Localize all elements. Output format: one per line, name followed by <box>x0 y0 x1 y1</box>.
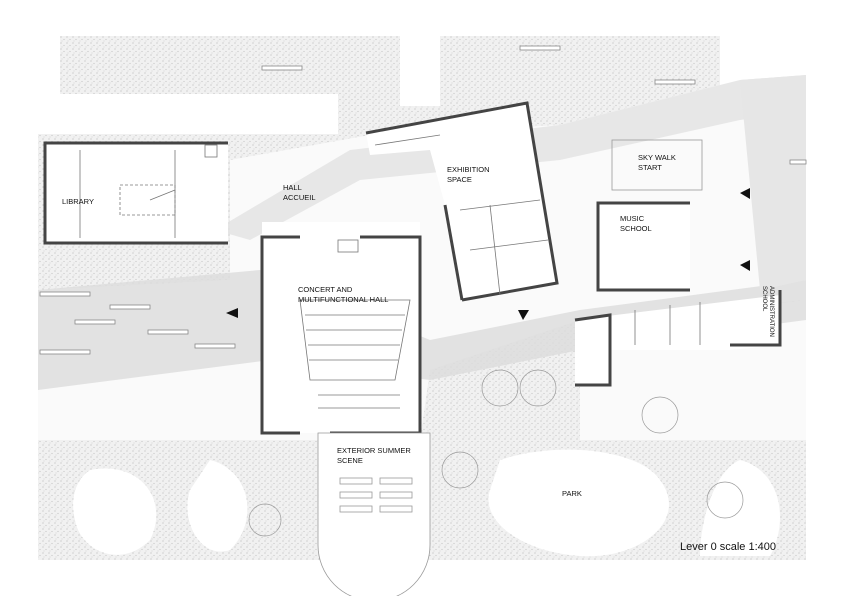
label-exhibition-1: EXHIBITION <box>447 165 490 174</box>
entrance-arrows <box>226 188 750 320</box>
label-music-1: MUSIC <box>620 214 645 223</box>
trees <box>248 369 744 537</box>
label-summer-2: SCENE <box>337 456 363 465</box>
label-library: LIBRARY <box>62 197 94 206</box>
label-admin-2: ADMINISTRATION <box>768 286 774 337</box>
music-school-building <box>596 139 703 292</box>
label-exhibition-2: SPACE <box>447 175 472 184</box>
label-hall-2: ACCUEIL <box>283 193 316 202</box>
exhibition-building <box>365 101 559 302</box>
admin-building <box>574 290 782 387</box>
parking-marks <box>39 45 807 355</box>
label-summer-1: EXTERIOR SUMMER <box>337 446 411 455</box>
label-music-2: SCHOOL <box>620 224 652 233</box>
park-area <box>73 449 780 557</box>
summer-scene <box>317 432 431 596</box>
label-hall-1: HALL <box>283 183 302 192</box>
label-admin-1: SCHOOL <box>761 286 767 312</box>
label-park: PARK <box>562 489 582 498</box>
concert-hall-building <box>260 222 422 435</box>
label-skywalk-1: SKY WALK <box>638 153 676 162</box>
label-skywalk-2: START <box>638 163 662 172</box>
library-building <box>43 141 228 245</box>
plan-caption: Lever 0 scale 1:400 <box>680 541 776 553</box>
label-concert-2: MULTIFUNCTIONAL HALL <box>298 295 388 304</box>
label-concert-1: CONCERT AND <box>298 285 353 294</box>
